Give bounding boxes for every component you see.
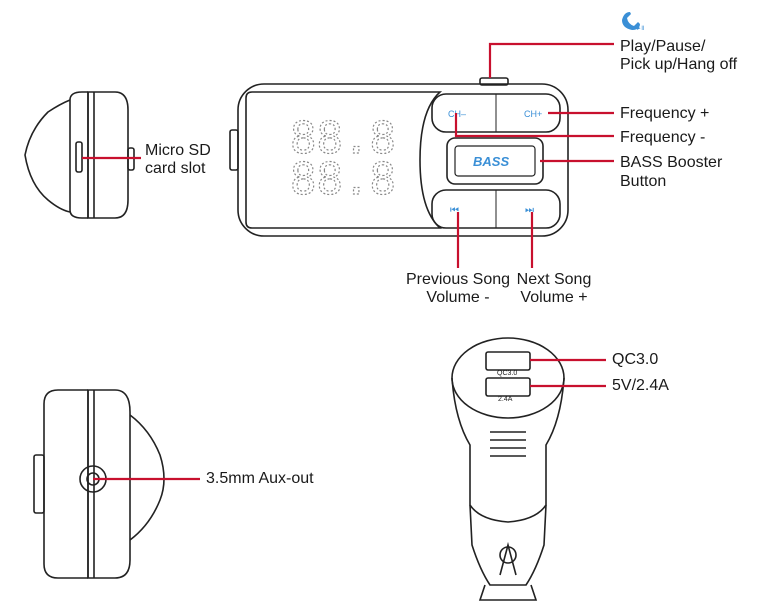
bass-booster-label-2: Button xyxy=(620,173,667,190)
previous-song-label-2: Volume - xyxy=(426,289,490,306)
frequency-plus-label: Frequency + xyxy=(620,105,710,122)
next-song-label-2: Volume + xyxy=(520,289,588,306)
charger-leaders xyxy=(530,358,606,388)
previous-song-label-1: Previous Song xyxy=(405,271,511,288)
aux-out-label: 3.5mm Aux-out xyxy=(206,470,314,487)
ch-plus-button[interactable]: CH+ xyxy=(524,109,542,119)
lcd-digits-bottom: 88.8 xyxy=(290,154,396,205)
svg-text:▸॥: ▸॥ xyxy=(637,24,645,32)
next-button[interactable]: ⏭ xyxy=(525,205,534,216)
front-view xyxy=(229,77,569,237)
front-leaders xyxy=(454,42,614,268)
bass-booster-label-1: BASS Booster xyxy=(620,154,723,171)
micro-sd-label-1: Micro SD xyxy=(145,142,211,159)
qc30-label: QC3.0 xyxy=(612,351,659,368)
bass-button[interactable]: BASS xyxy=(473,154,509,169)
side-view-sd xyxy=(24,91,135,219)
5v-2-4a-label: 5V/2.4A xyxy=(612,377,669,394)
play-pause-label-2: Pick up/Hang off xyxy=(620,56,738,73)
lcd-digits-top: 88.8 xyxy=(290,113,396,164)
side-view-aux xyxy=(33,389,165,579)
play-pause-label-1: Play/Pause/ xyxy=(620,38,706,55)
usb-label-24a: 2.4A xyxy=(498,396,513,403)
car-charger xyxy=(451,337,565,601)
micro-sd-label-2: card slot xyxy=(145,160,206,177)
prev-button[interactable]: ⏮ xyxy=(450,205,459,216)
usb-label-qc: QC3.0 xyxy=(497,370,517,377)
next-song-label-1: Next Song xyxy=(516,271,592,288)
phone-icon: ▸॥ xyxy=(622,12,645,32)
frequency-minus-label: Frequency - xyxy=(620,129,706,146)
